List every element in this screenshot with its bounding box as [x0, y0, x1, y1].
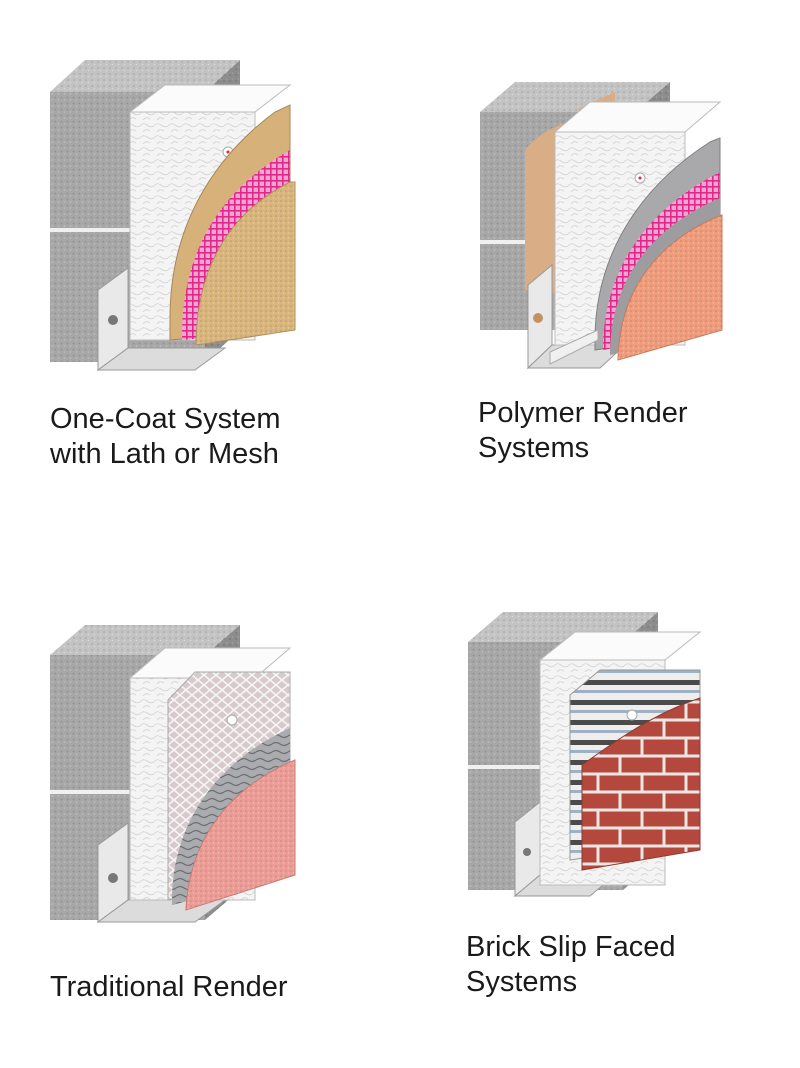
- brick-slip-illustration: [468, 612, 702, 898]
- caption-one-coat: One-Coat System with Lath or Mesh: [50, 403, 281, 470]
- panel-traditional: Traditional Render: [0, 540, 400, 1040]
- caption-polymer: Polymer Render Systems: [478, 397, 688, 464]
- brick-slip-face: [581, 697, 701, 871]
- starter-track: [96, 267, 227, 371]
- panel-brick-slip: Brick Slip Faced Systems: [400, 540, 800, 1040]
- panel-one-coat: One-Coat System with Lath or Mesh: [0, 0, 400, 500]
- finish-coat: [185, 759, 296, 911]
- polymer-render-illustration: [480, 82, 723, 370]
- traditional-render-illustration: [50, 625, 296, 923]
- corner-bead: [549, 329, 599, 365]
- one-coat-system-illustration: [50, 60, 296, 371]
- finish-coat: [617, 214, 723, 361]
- caption-traditional: Traditional Render: [50, 971, 288, 1003]
- caption-brick-slip: Brick Slip Faced Systems: [466, 931, 676, 998]
- finish-coat: [195, 181, 296, 346]
- panel-polymer: Polymer Render Systems: [400, 0, 800, 500]
